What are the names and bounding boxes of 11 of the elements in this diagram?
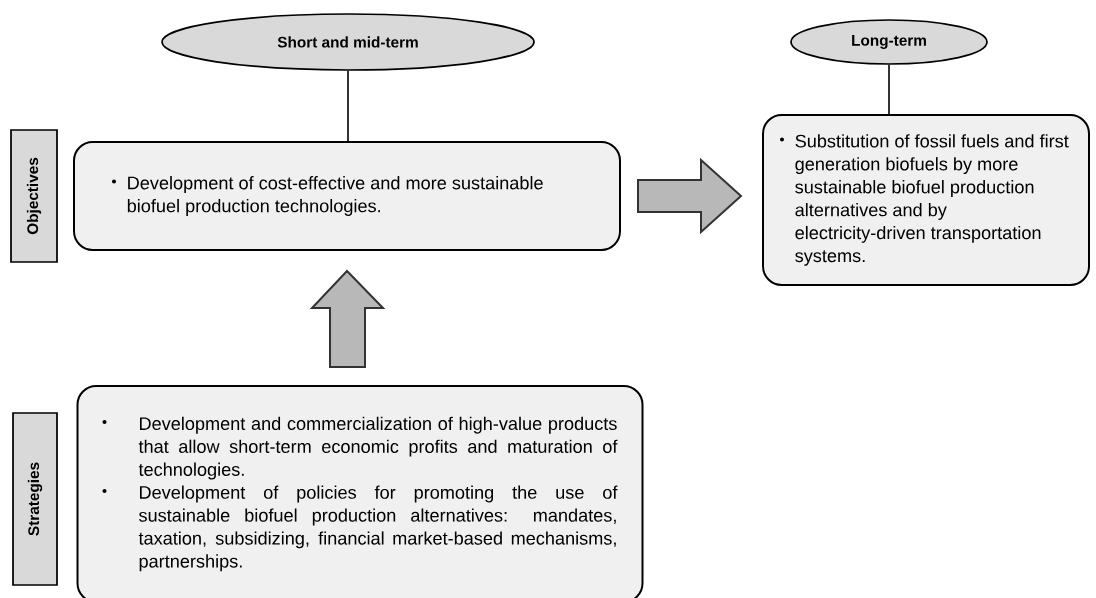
ellipse-label: Short and mid-term xyxy=(161,13,535,71)
rounded-box: Development of cost-effective and more sustainable biofuel production technologies. xyxy=(73,141,621,251)
side-tag: Strategies xyxy=(12,412,58,586)
connector-line xyxy=(347,70,349,142)
connector-line xyxy=(888,64,890,115)
rounded-box: Substitution of fossil fuels and first generation biofuels by more sustainable biofuel production alternatives and by electricity-driven transportation systems. xyxy=(762,114,1090,286)
ellipse-label: Long-term xyxy=(790,19,988,65)
block-arrow xyxy=(309,269,386,368)
rounded-box: Development and commercialization of high-value products that allow short-term economic profits and maturation of technologies. Development of policies for promoting the use of sustainable biofuel production alternatives: mandates, taxation, subsidizing, financial market-based mechanisms, partnerships. xyxy=(76,385,644,598)
side-tag: Objectives xyxy=(10,129,58,263)
block-arrow xyxy=(637,157,743,235)
